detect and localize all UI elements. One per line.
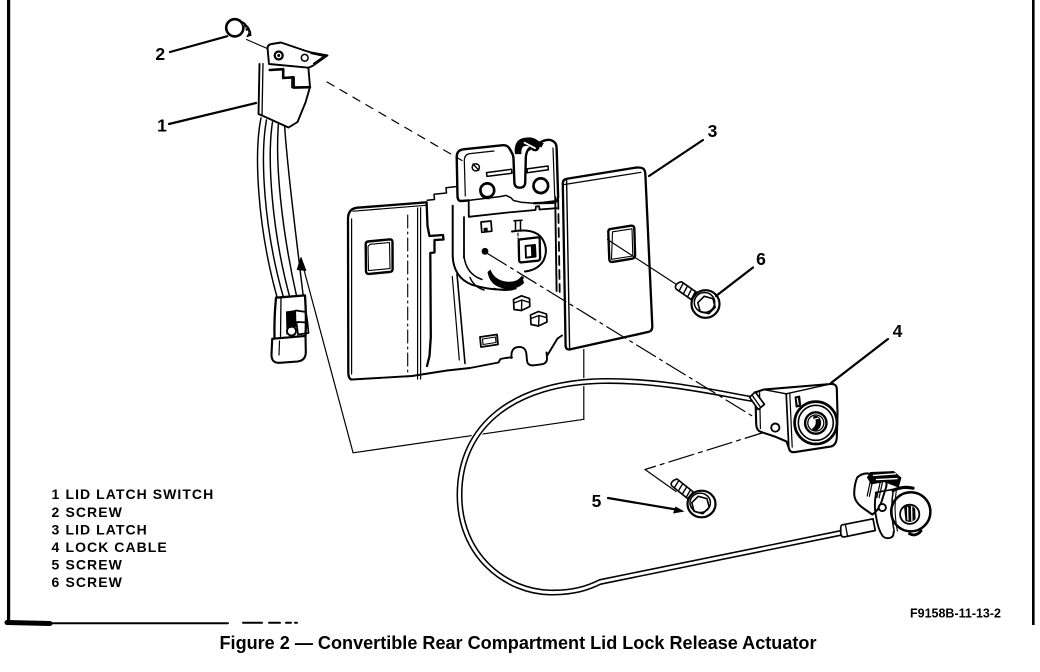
svg-text:6: 6 [52,574,61,590]
svg-text:3: 3 [708,121,718,141]
svg-text:6: 6 [756,249,766,269]
svg-text:3: 3 [52,522,61,538]
svg-text:4: 4 [52,539,61,555]
svg-text:SCREW: SCREW [66,574,123,590]
svg-text:F9158B-11-13-2: F9158B-11-13-2 [910,606,1001,621]
svg-text:LID LATCH SWITCH: LID LATCH SWITCH [66,486,215,502]
svg-text:LOCK CABLE: LOCK CABLE [66,539,168,555]
svg-text:1: 1 [52,486,61,502]
svg-text:SCREW: SCREW [66,504,123,520]
svg-text:5: 5 [52,556,61,572]
svg-text:4: 4 [893,321,903,341]
svg-text:LID LATCH: LID LATCH [66,522,148,538]
svg-text:Figure 2 — Convertible Rear Co: Figure 2 — Convertible Rear Compartment … [220,633,817,653]
svg-text:2: 2 [155,44,165,64]
svg-text:SCREW: SCREW [66,556,123,572]
svg-text:2: 2 [52,504,61,520]
svg-text:5: 5 [592,491,602,511]
svg-text:1: 1 [157,116,167,136]
